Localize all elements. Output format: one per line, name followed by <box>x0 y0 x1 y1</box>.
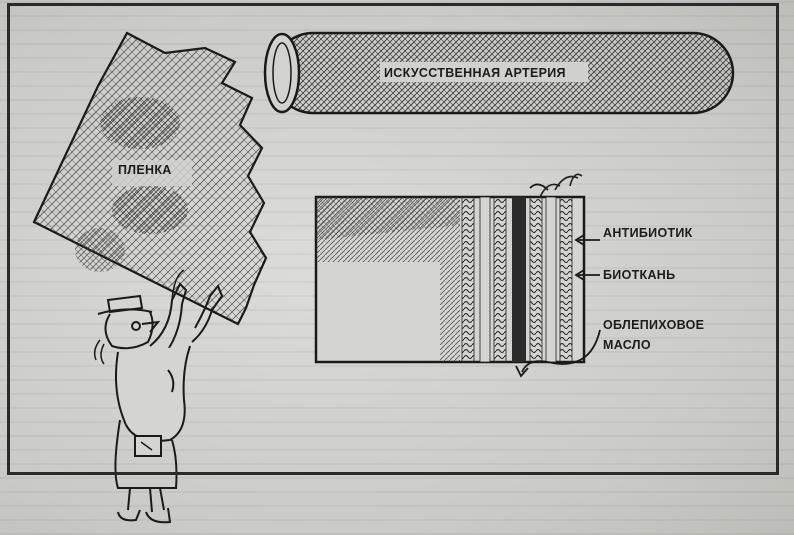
tissue-block <box>314 173 586 364</box>
figure-frame <box>7 3 779 475</box>
artery-tube <box>263 31 735 115</box>
label-film: ПЛЕНКА <box>118 163 172 177</box>
label-artificial-artery: ИСКУССТВЕННАЯ АРТЕРИЯ <box>384 66 566 80</box>
label-antibiotic: АНТИБИОТИК <box>603 226 693 240</box>
film-sheet <box>32 31 268 326</box>
scientist-figure <box>93 269 224 524</box>
label-biotissue: БИОТКАНЬ <box>603 268 676 282</box>
label-oil-line2: МАСЛО <box>603 338 651 352</box>
pointer-arrows <box>515 183 601 378</box>
label-oil-line1: ОБЛЕПИХОВОЕ <box>603 318 705 332</box>
